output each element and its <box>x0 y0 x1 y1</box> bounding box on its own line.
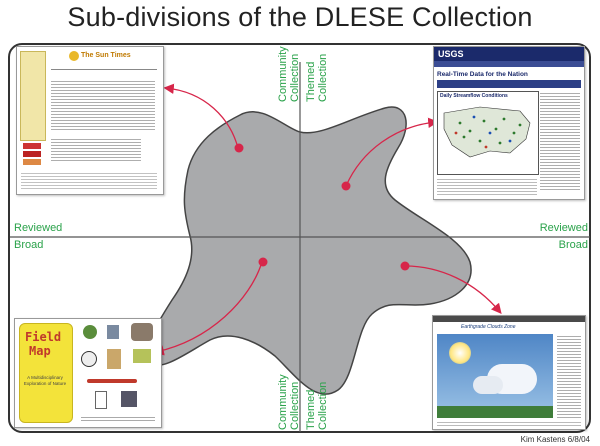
arrow-to-clouds <box>404 265 502 314</box>
vertical-label-line: Collection <box>289 381 301 430</box>
vertical-label-line: Collection <box>317 381 329 430</box>
arrow-to-field-map <box>153 261 263 356</box>
usgs-heading: Real-Time Data for the Nation <box>437 71 528 78</box>
label-reviewed-right: Reviewed <box>539 222 588 234</box>
label-reviewed-left: Reviewed <box>14 222 63 234</box>
vertical-label-line: Collection <box>289 53 301 102</box>
plant-icon <box>133 349 151 363</box>
label-broad-left: Broad <box>14 239 44 251</box>
usgs-logo: USGS <box>438 49 464 59</box>
thumbnail-usgs: USGS Real-Time Data for the Nation Daily… <box>433 46 585 200</box>
field-map-title-1: Field <box>25 330 62 344</box>
rock-icon <box>131 323 153 341</box>
vertical-label-line: Themed <box>305 389 317 430</box>
vertical-label-line: Community <box>277 374 289 430</box>
sun-times-heading: The Sun Times <box>81 52 131 59</box>
weathervane-icon <box>107 325 119 339</box>
arrow-to-usgs <box>345 117 439 187</box>
lantern-icon <box>107 349 121 369</box>
field-map-title-2: Map <box>29 344 51 358</box>
arrow-to-sun-times <box>163 83 239 149</box>
compass-icon <box>81 351 97 367</box>
label-broad-right: Broad <box>558 239 588 251</box>
vertical-label-line: Collection <box>317 53 329 102</box>
vertical-label-line: Community <box>277 46 289 102</box>
pencil-icon <box>87 379 137 383</box>
vertical-label-line: Themed <box>305 61 317 102</box>
leaf-icon <box>83 325 97 339</box>
clouds-heading: Earthgrade Clouds Zone <box>461 324 516 330</box>
field-map-subtitle: A Multidisciplinary Exploration of Natur… <box>23 375 67 386</box>
dot-reviewed-community <box>234 143 244 153</box>
usgs-map-icon <box>443 106 531 158</box>
camera-icon <box>121 391 137 407</box>
page-title: Sub-divisions of the DLESE Collection <box>67 2 533 32</box>
tool-icon <box>95 391 107 409</box>
thumbnail-sun-times: The Sun Times <box>16 46 164 195</box>
dot-broad-themed <box>400 261 410 271</box>
credit-text: Kim Kastens 6/8/04 <box>520 435 590 444</box>
sun-icon <box>449 342 471 364</box>
collection-blob <box>145 106 472 395</box>
dot-reviewed-themed <box>341 181 351 191</box>
thumbnail-field-map: Field Map A Multidisciplinary Exploratio… <box>14 318 162 428</box>
dot-broad-community <box>258 257 268 267</box>
usgs-subheading: Daily Streamflow Conditions <box>440 93 508 99</box>
thumbnail-clouds: Earthgrade Clouds Zone <box>432 315 586 430</box>
